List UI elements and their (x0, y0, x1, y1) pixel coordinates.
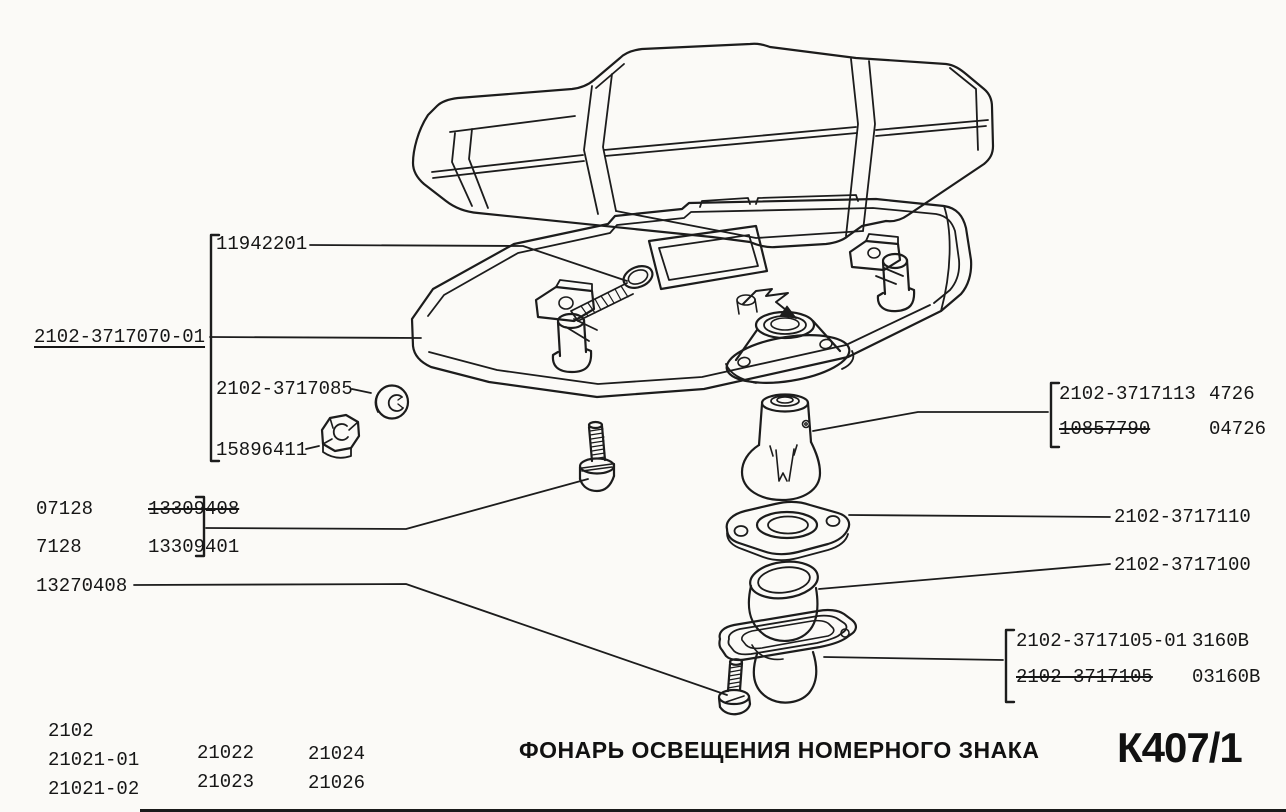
housing-number: 2102-3717070-01 (34, 326, 206, 348)
page-bottom-edge (140, 809, 1286, 812)
callout-nut: 15896411 (216, 440, 307, 460)
model-21023: 21023 (197, 771, 255, 793)
callout-housing: 2102-3717070-01 (34, 327, 205, 347)
holder-superseded-type: 03160В (1192, 666, 1261, 688)
callout-holder-superseded: 2102-3717105 03160В (1016, 667, 1260, 687)
right-terminal-drawing (848, 233, 916, 313)
callout-gasket: 2102-3717110 (1114, 507, 1251, 527)
washer-drawing (374, 384, 410, 420)
callout-bolt-current: 7128 13309401 (36, 537, 239, 557)
bulb-superseded-number: 10857790 (1059, 418, 1151, 440)
callout-bulb-current: 2102-3717113 4726 (1059, 384, 1255, 404)
model-21021-01: 21021-01 (48, 749, 140, 771)
lens-screw-drawing (570, 265, 654, 322)
boot-cup-drawing (747, 560, 819, 642)
lens-cover-drawing (411, 42, 995, 249)
callout-bolt-superseded: 07128 13309408 (36, 499, 239, 519)
model-21024: 21024 (308, 743, 366, 765)
callout-holder-screw: 13270408 (36, 576, 127, 596)
bolt-superseded-number: 13309408 (148, 498, 240, 520)
bolt-superseded-prefix: 07128 (36, 498, 94, 520)
callout-lens-screw: 11942201 (216, 234, 307, 254)
callout-brackets (194, 233, 1061, 704)
left-terminal-drawing (534, 279, 598, 374)
bulb-current-number: 2102-3717113 (1059, 383, 1196, 405)
holder-drawing (718, 608, 857, 704)
callout-bulb-superseded: 10857790 04726 (1059, 419, 1266, 439)
gasket-drawing (725, 500, 851, 562)
nut-number: 15896411 (216, 439, 308, 461)
holder-current-type: 3160В (1192, 630, 1250, 652)
lens-screw-number: 11942201 (216, 233, 308, 255)
callout-boot: 2102-3717100 (1114, 555, 1251, 575)
holder-current-number: 2102-3717105-01 (1016, 630, 1188, 652)
leader-lines (133, 244, 1111, 696)
model-21021-02: 21021-02 (48, 778, 140, 800)
nut-drawing (320, 413, 361, 459)
callout-washer: 2102-3717085 (216, 379, 353, 399)
bulb-drawing (740, 393, 822, 502)
diagram-title: ФОНАРЬ ОСВЕЩЕНИЯ НОМЕРНОГО ЗНАКА (519, 737, 1040, 763)
model-2102: 2102 (48, 720, 94, 742)
bolt-current-prefix: 7128 (36, 536, 82, 558)
model-21026: 21026 (308, 772, 366, 794)
bulb-superseded-type: 04726 (1209, 418, 1267, 440)
socket-mount-drawing (725, 288, 855, 384)
bolt-drawing (578, 420, 616, 493)
washer-number: 2102-3717085 (216, 378, 353, 400)
holder-superseded-number: 2102-3717105 (1016, 666, 1153, 688)
gasket-number: 2102-3717110 (1114, 506, 1251, 528)
housing-drawing (410, 194, 973, 399)
boot-number: 2102-3717100 (1114, 554, 1251, 576)
bulb-current-type: 4726 (1209, 383, 1255, 405)
model-21022: 21022 (197, 742, 255, 764)
holder-screw-drawing (717, 658, 752, 716)
page-code: К407/1 (1117, 724, 1243, 771)
holder-screw-number: 13270408 (36, 575, 128, 597)
bolt-current-number: 13309401 (148, 536, 240, 558)
